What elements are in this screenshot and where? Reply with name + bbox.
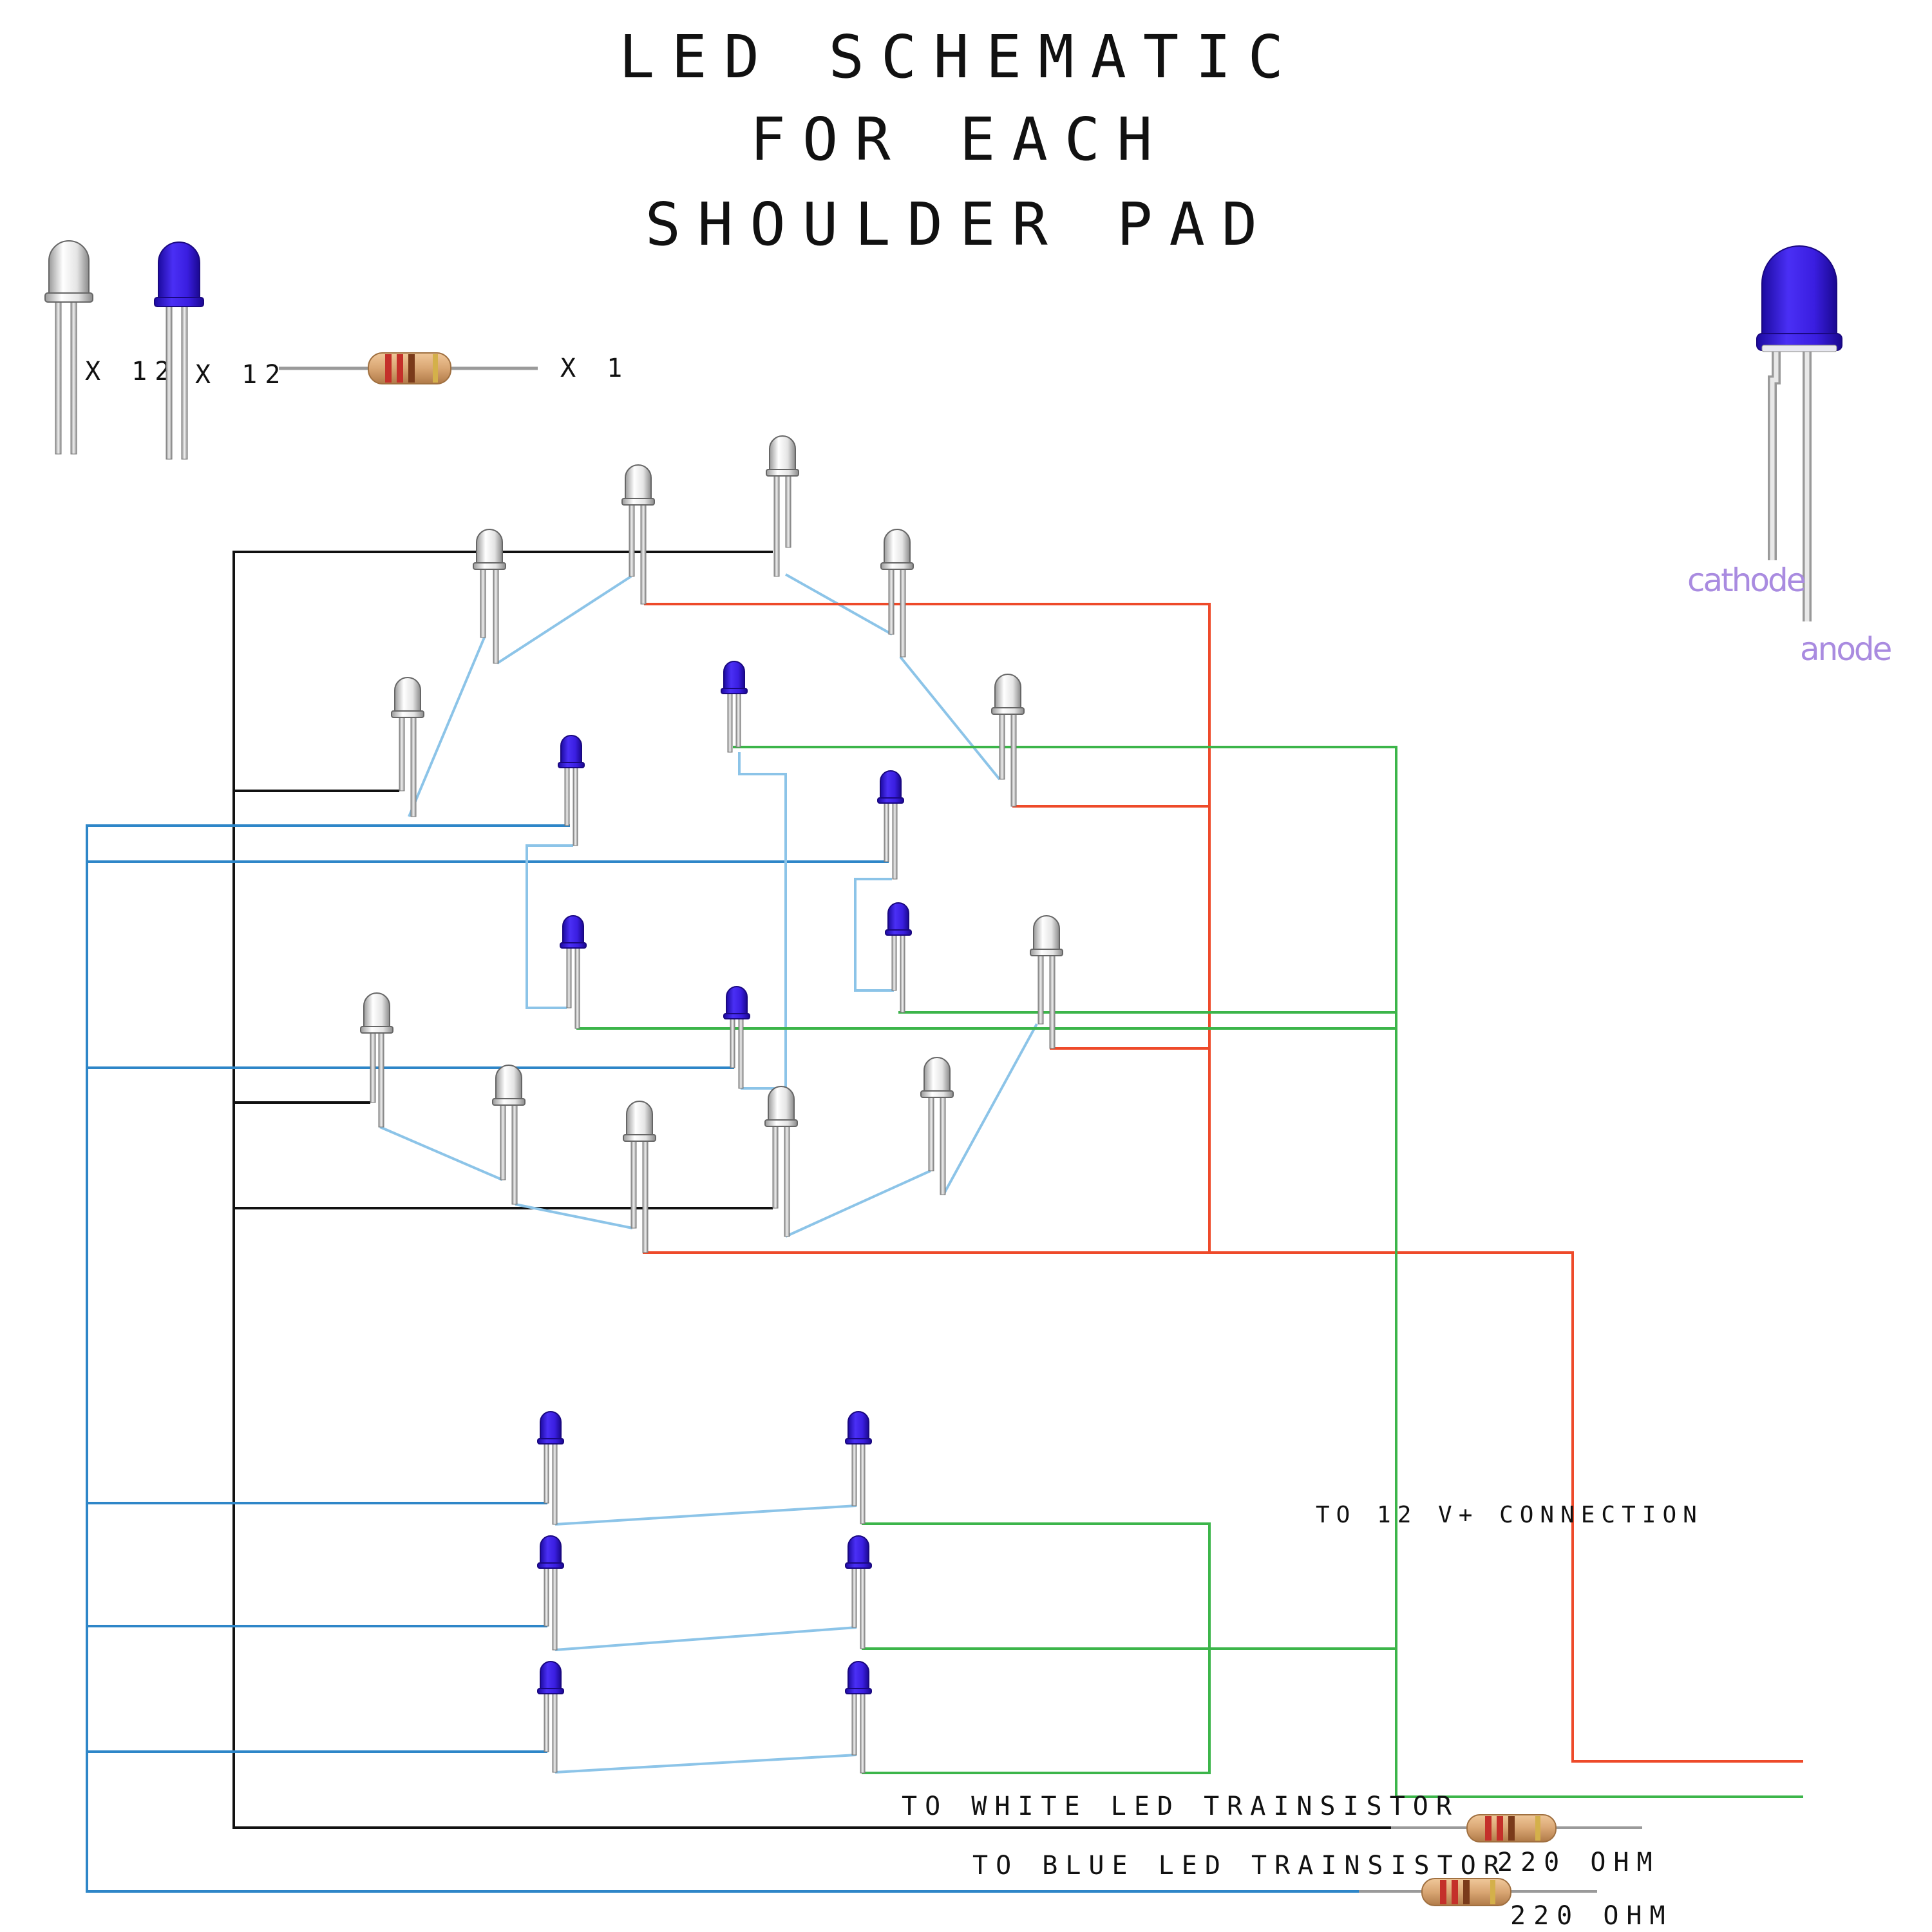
white-led [766,435,799,477]
white-led-cathode-bus [232,551,1391,1829]
white-led-bodies [360,435,1063,1142]
blue-led-bodies [537,661,912,1694]
series-links [379,573,1038,1774]
white-led [920,1057,954,1098]
white-led [473,529,506,570]
wires [86,551,1803,1893]
title-line-1: LED SCHEMATIC [619,23,1300,91]
blue-led [845,1535,872,1569]
blue-led [845,1411,872,1444]
cathode-label: cathode [1687,562,1805,599]
white-led [880,529,914,570]
blue-led-quantity: X 12 [195,360,288,390]
white-led [623,1101,656,1142]
legend-resistor [279,352,538,384]
white-led-resistor [1391,1814,1642,1842]
blue-led [723,986,750,1019]
title-line-3: SHOULDER PAD [645,190,1274,259]
title-block: LED SCHEMATIC FOR EACH SHOULDER PAD [619,23,1300,259]
white-led [492,1065,526,1106]
blue-led [558,735,585,768]
blue-led [560,915,587,949]
parts-legend: X 12 X 12 X 1 [44,240,630,460]
led-legs [370,473,1056,1774]
legend-white-led [44,240,93,455]
white-led [360,992,393,1034]
blue-led-positive-bus [576,746,1803,1798]
white-led [991,674,1025,715]
resistor-white-value: 220 OHM [1497,1848,1660,1877]
white-led [1030,915,1063,956]
blue-led [877,770,904,804]
blue-led [845,1661,872,1694]
blue-led [537,1661,564,1694]
blue-led [537,1535,564,1569]
blue-led-resistor [1359,1878,1597,1906]
title-line-2: FOR EACH [750,105,1169,174]
label-to-white-transistor: TO WHITE LED TRAINSISTOR [902,1792,1459,1821]
blue-led [885,902,912,936]
blue-led [537,1411,564,1444]
resistor-blue-value: 220 OHM [1510,1901,1673,1931]
white-led [391,677,424,718]
anode-label: anode [1800,630,1891,668]
blue-led [721,661,748,694]
led-pinout-reference: cathode anode [1687,245,1893,668]
white-led-quantity: X 12 [85,357,178,386]
white-led-positive-bus [643,603,1803,1763]
blue-led-cathode-bus [86,824,1359,1893]
white-led [764,1086,798,1127]
label-to-12v: TO 12 V+ CONNECTION [1316,1502,1703,1528]
legend-blue-led [154,242,204,460]
resistor-quantity: X 1 [560,354,630,383]
label-to-blue-transistor: TO BLUE LED TRAINSISTOR [972,1851,1507,1880]
white-led [621,464,655,506]
